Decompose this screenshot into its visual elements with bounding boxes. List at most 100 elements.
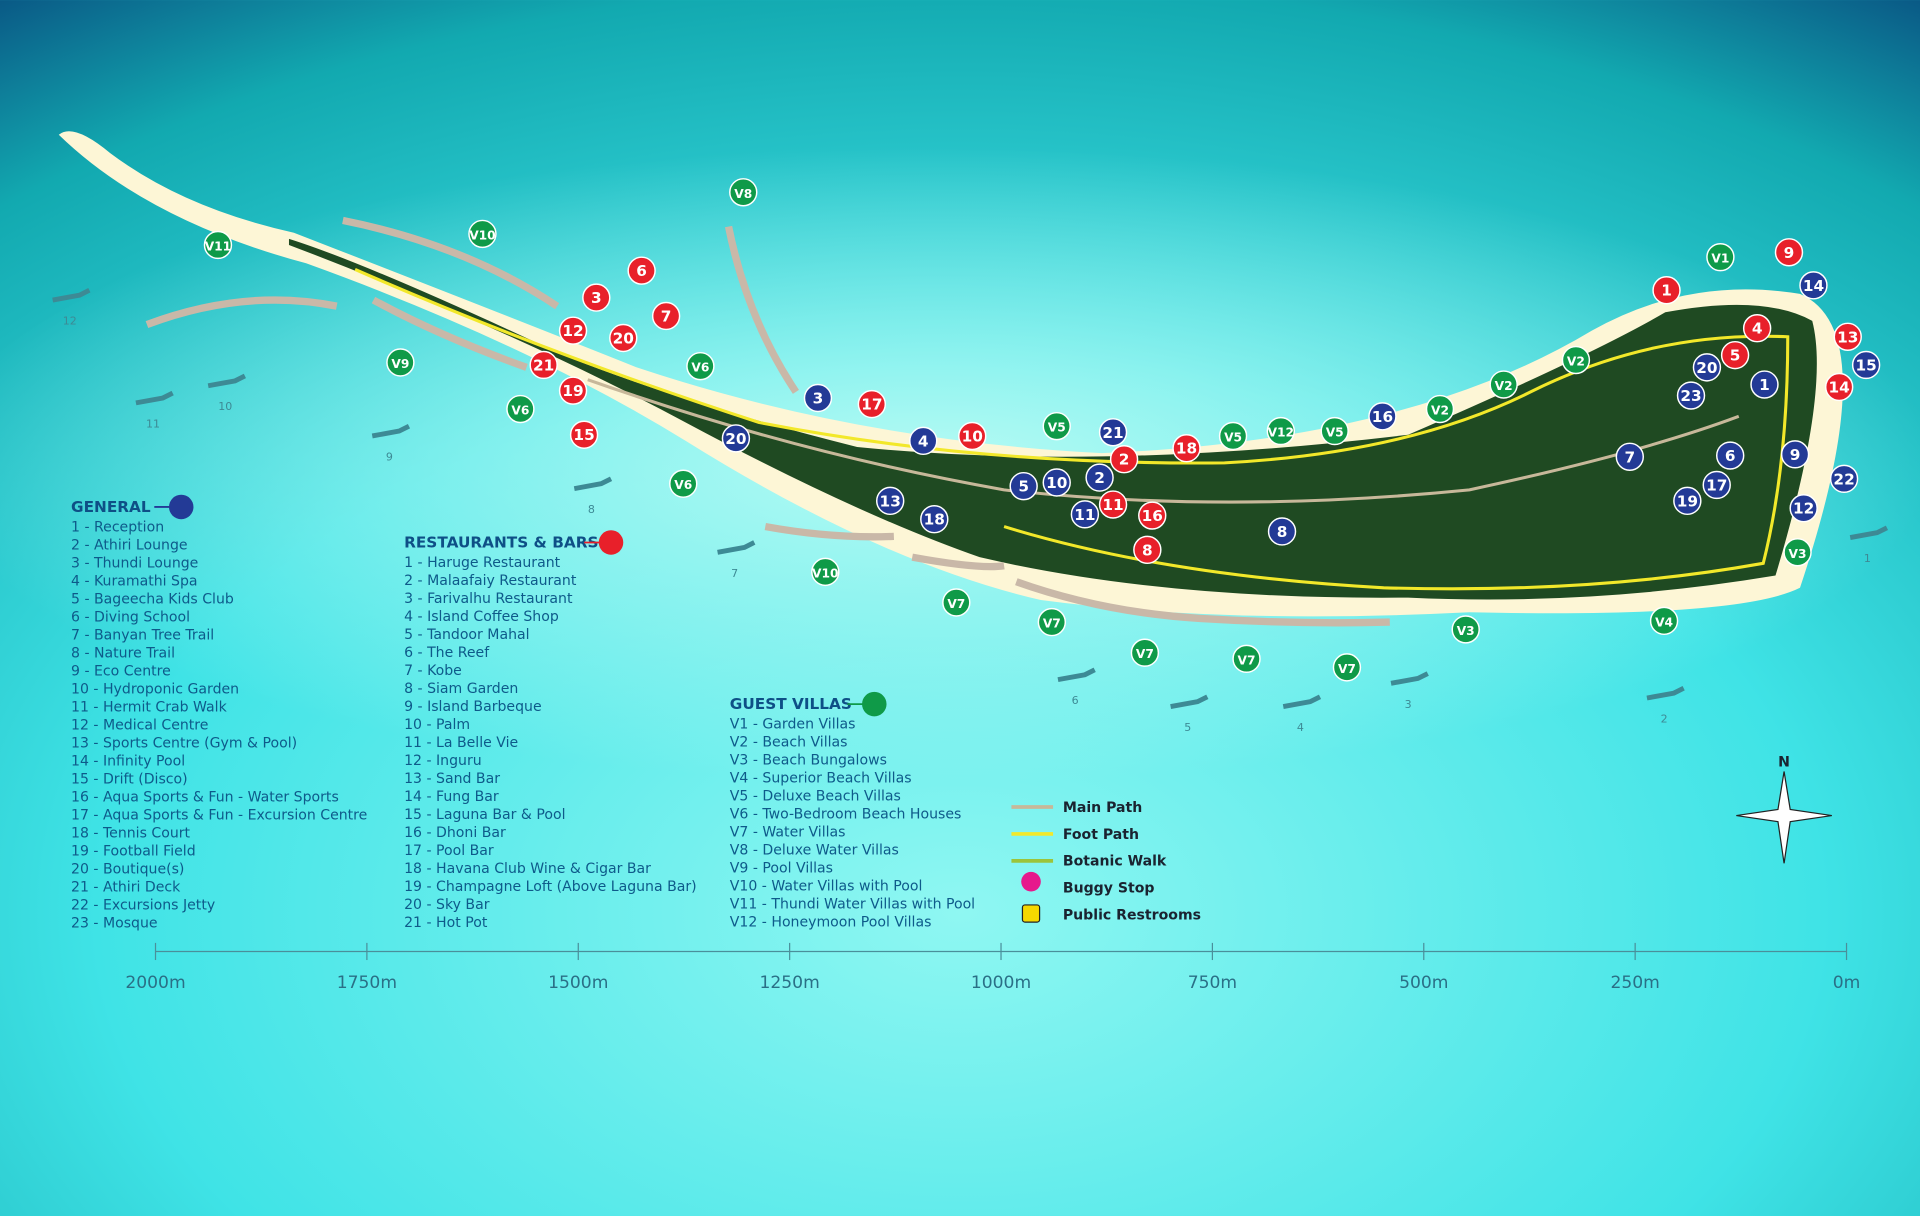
restaurants-marker[interactable]: 12 — [558, 316, 588, 345]
villas-marker-label: V6 — [511, 404, 529, 418]
restaurants-legend-item: 3 - Farivalhu Restaurant — [404, 591, 573, 607]
general-marker[interactable]: 7 — [1615, 442, 1644, 471]
general-marker-dot — [1673, 486, 1702, 516]
villas-marker[interactable]: V10 — [811, 557, 840, 587]
restaurants-marker[interactable]: 7 — [651, 301, 681, 331]
restaurants-marker-dot — [1172, 434, 1201, 463]
general-marker[interactable]: 20 — [1692, 353, 1722, 382]
restaurants-marker[interactable]: 15 — [569, 420, 599, 449]
restaurants-marker[interactable]: 20 — [609, 323, 638, 353]
restaurants-marker-dot — [1774, 238, 1804, 267]
restaurants-marker[interactable]: 17 — [857, 389, 887, 419]
restaurants-marker[interactable]: 13 — [1833, 322, 1862, 351]
villas-marker[interactable]: V7 — [1130, 638, 1160, 667]
villas-marker[interactable]: V5 — [1218, 421, 1248, 451]
general-marker[interactable]: 3 — [803, 383, 833, 413]
general-marker-label: 16 — [1372, 408, 1393, 426]
general-marker-dot — [803, 383, 833, 413]
restaurants-marker[interactable]: 21 — [529, 350, 558, 380]
villas-marker-dot — [942, 588, 971, 617]
villas-marker[interactable]: V3 — [1451, 615, 1480, 644]
restaurants-legend-item: 6 - The Reef — [404, 645, 490, 661]
villas-marker[interactable]: V6 — [669, 469, 698, 498]
restaurants-marker[interactable]: 1 — [1652, 276, 1681, 305]
villas-marker[interactable]: V8 — [729, 178, 758, 207]
villas-marker-dot — [1218, 421, 1248, 451]
villas-marker[interactable]: V1 — [1706, 242, 1735, 272]
general-legend-item: 11 - Hermit Crab Walk — [71, 699, 228, 715]
general-marker[interactable]: 10 — [1042, 468, 1071, 497]
villas-marker[interactable]: V2 — [1489, 370, 1518, 399]
scale-label: 1500m — [548, 973, 608, 993]
general-marker[interactable]: 1 — [1750, 370, 1779, 399]
general-marker[interactable]: 15 — [1851, 350, 1881, 380]
dive-site-number: 2 — [1661, 712, 1668, 725]
restaurants-marker-label: 13 — [1837, 328, 1858, 346]
villas-marker[interactable]: V2 — [1425, 394, 1455, 424]
general-marker[interactable]: 23 — [1676, 381, 1706, 410]
villas-marker-dot — [729, 178, 758, 207]
villas-marker[interactable]: V12 — [1266, 416, 1296, 446]
restaurants-marker[interactable]: 10 — [958, 421, 987, 451]
villas-marker[interactable]: V5 — [1042, 411, 1071, 441]
restaurants-marker[interactable]: 8 — [1133, 535, 1162, 565]
restaurants-marker[interactable]: 18 — [1172, 434, 1201, 463]
general-marker[interactable]: 13 — [876, 486, 905, 516]
villas-marker[interactable]: V7 — [1232, 644, 1261, 674]
general-marker-label: 6 — [1725, 447, 1736, 465]
general-marker[interactable]: 4 — [909, 426, 938, 456]
restaurants-marker[interactable]: 14 — [1824, 372, 1854, 402]
restaurants-marker-label: 1 — [1661, 282, 1672, 300]
restaurants-legend-item: 13 - Sand Bar — [404, 771, 500, 787]
restaurants-marker[interactable]: 11 — [1098, 490, 1128, 519]
villas-marker[interactable]: V9 — [386, 348, 415, 377]
general-marker[interactable]: 5 — [1009, 471, 1038, 501]
general-marker[interactable]: 2 — [1085, 463, 1114, 492]
restaurants-marker[interactable]: 5 — [1720, 340, 1750, 370]
villas-marker[interactable]: V3 — [1783, 538, 1812, 567]
general-marker-dot — [1676, 381, 1706, 410]
general-legend-item: 8 - Nature Trail — [71, 645, 175, 661]
restaurants-marker-dot — [1109, 445, 1139, 474]
villas-marker-dot — [1489, 370, 1518, 399]
general-marker[interactable]: 14 — [1799, 271, 1828, 300]
restaurants-marker[interactable]: 16 — [1138, 501, 1167, 530]
general-marker[interactable]: 16 — [1368, 402, 1397, 431]
general-marker[interactable]: 19 — [1673, 486, 1702, 516]
villas-marker[interactable]: V7 — [1332, 653, 1362, 682]
general-marker[interactable]: 11 — [1070, 500, 1100, 529]
restaurants-marker[interactable]: 19 — [558, 376, 588, 405]
general-marker[interactable]: 12 — [1789, 494, 1818, 523]
villas-marker-label: V5 — [1048, 421, 1066, 435]
villas-marker[interactable]: V2 — [1561, 345, 1591, 375]
general-marker[interactable]: 17 — [1702, 470, 1731, 500]
general-marker-label: 17 — [1706, 476, 1727, 494]
restaurants-marker[interactable]: 9 — [1774, 238, 1804, 267]
general-marker[interactable]: 21 — [1098, 418, 1128, 447]
restaurants-marker[interactable]: 3 — [582, 283, 611, 312]
villas-marker[interactable]: V11 — [203, 230, 233, 260]
general-marker[interactable]: 9 — [1780, 440, 1810, 469]
villas-marker[interactable]: V7 — [1037, 607, 1067, 637]
general-legend-title: GENERAL — [71, 498, 151, 516]
villas-marker[interactable]: V5 — [1320, 416, 1349, 446]
villas-marker[interactable]: V4 — [1649, 606, 1679, 636]
restaurants-marker[interactable]: 4 — [1742, 314, 1772, 343]
diver-icon — [1849, 525, 1889, 541]
villas-marker[interactable]: V6 — [686, 351, 715, 381]
villas-marker[interactable]: V7 — [942, 588, 971, 617]
general-marker[interactable]: 18 — [920, 505, 949, 534]
general-marker[interactable]: 22 — [1829, 464, 1859, 494]
main_path-label: Main Path — [1063, 800, 1142, 816]
villas-marker[interactable]: V10 — [468, 219, 497, 249]
general-marker-label: 7 — [1624, 448, 1635, 466]
villas-marker[interactable]: V6 — [506, 394, 535, 424]
restaurants-marker[interactable]: 6 — [627, 256, 656, 285]
villas-marker-dot — [686, 351, 715, 381]
restaurants-marker[interactable]: 2 — [1109, 445, 1139, 474]
restaurants-marker-dot — [1720, 340, 1750, 370]
restaurants-legend-item: 9 - Island Barbeque — [404, 699, 542, 715]
general-marker[interactable]: 8 — [1267, 517, 1297, 546]
general-marker[interactable]: 6 — [1716, 441, 1745, 470]
general-marker[interactable]: 20 — [721, 424, 751, 453]
